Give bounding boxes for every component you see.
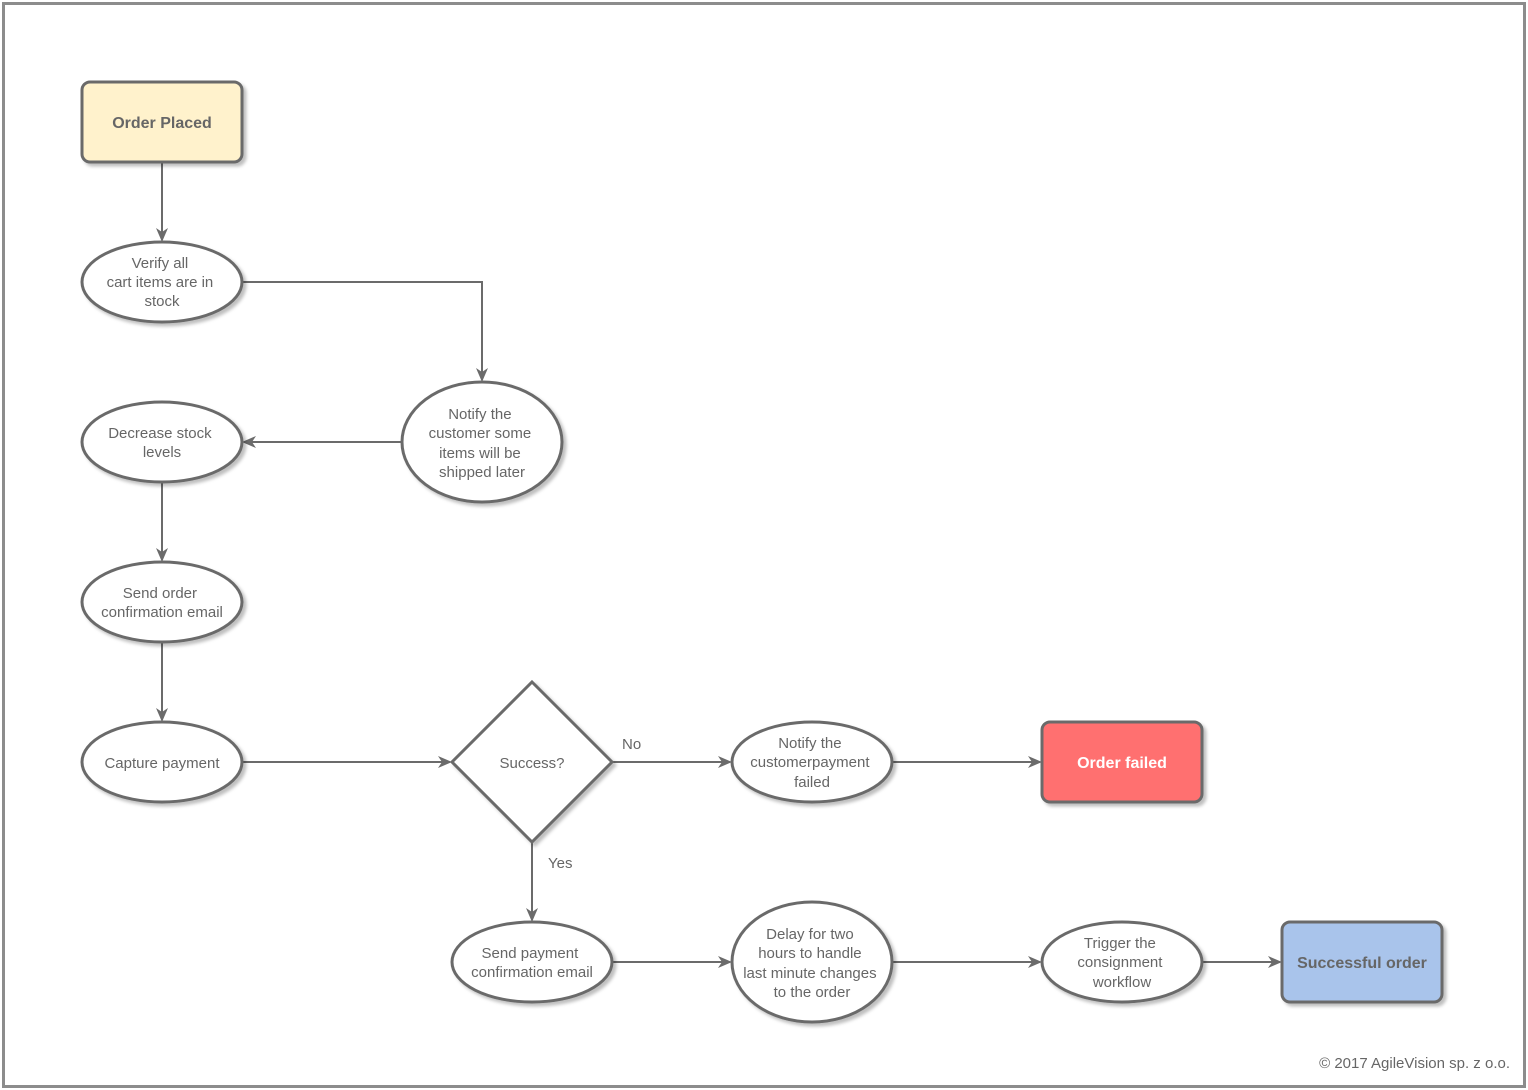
node-decrease-stock-text: Decrease stock levels (108, 425, 216, 461)
node-verify-stock-line-3: stock (144, 293, 180, 310)
node-send-order-email-text: Send order confirmation email (101, 585, 223, 621)
node-delay-two-hours[interactable]: Delay for two hours to handle last minut… (730, 900, 894, 1024)
node-capture-payment[interactable]: Capture payment (80, 720, 244, 804)
node-delay-two-hours-line-2: hours to handle (758, 945, 861, 962)
node-successful-order-label: Successful order (1297, 955, 1427, 972)
node-decrease-stock[interactable]: Decrease stock levels (80, 400, 244, 484)
node-order-placed-label: Order Placed (112, 115, 212, 132)
node-trigger-consignment-line-3: workflow (1092, 974, 1152, 991)
edge-label-yes: Yes (548, 855, 572, 872)
edge-verify-to-notify (242, 281, 488, 382)
node-send-payment-email-line-1: Send payment (482, 945, 580, 962)
node-notify-later-line-4: shipped later (439, 464, 525, 481)
node-delay-two-hours-line-4: to the order (774, 984, 851, 1001)
edge-label-no: No (622, 736, 641, 753)
copyright-notice: © 2017 AgileVision sp. z o.o. (1319, 1055, 1510, 1072)
node-capture-payment-label: Capture payment (104, 755, 220, 772)
node-order-failed[interactable]: Order failed (1040, 720, 1204, 804)
node-notify-later-text: Notify the customer some items will be s… (429, 406, 536, 481)
node-notify-payment-failed-line-1: Notify the (778, 735, 841, 752)
node-verify-stock-line-2: cart items are in (107, 274, 214, 291)
node-send-payment-email[interactable]: Send payment confirmation email (450, 920, 614, 1004)
node-send-payment-email-text: Send payment confirmation email (471, 945, 593, 981)
node-delay-two-hours-line-1: Delay for two (766, 926, 854, 943)
node-order-failed-label: Order failed (1077, 755, 1167, 772)
node-trigger-consignment-text: Trigger the consignment workflow (1077, 935, 1166, 991)
node-decrease-stock-line-2: levels (143, 444, 181, 461)
node-notify-payment-failed-line-3: failed (794, 774, 830, 791)
node-success-decision-label: Success? (499, 755, 564, 772)
node-trigger-consignment-line-2: consignment (1077, 954, 1163, 971)
node-verify-stock-line-1: Verify all (132, 255, 189, 272)
node-verify-stock-text: Verify all cart items are in stock (107, 255, 218, 310)
node-send-payment-email-line-2: confirmation email (471, 964, 593, 981)
node-decrease-stock-line-1: Decrease stock (108, 425, 212, 442)
node-notify-payment-failed-text: Notify the customerpayment failed (750, 735, 873, 791)
node-delay-two-hours-text: Delay for two hours to handle last minut… (743, 926, 881, 1001)
node-verify-stock[interactable]: Verify all cart items are in stock (80, 240, 244, 324)
node-successful-order[interactable]: Successful order (1280, 920, 1444, 1004)
node-delay-two-hours-line-3: last minute changes (743, 965, 876, 982)
node-trigger-consignment-line-1: Trigger the (1084, 935, 1156, 952)
node-send-order-email[interactable]: Send order confirmation email (80, 560, 244, 644)
node-notify-later[interactable]: Notify the customer some items will be s… (400, 380, 564, 504)
node-order-placed[interactable]: Order Placed (80, 80, 244, 164)
node-trigger-consignment[interactable]: Trigger the consignment workflow (1040, 920, 1204, 1004)
node-notify-payment-failed-line-2: customerpayment (750, 754, 870, 771)
node-notify-later-line-2: customer some (429, 425, 532, 442)
node-send-order-email-line-1: Send order (123, 585, 197, 602)
node-notify-payment-failed[interactable]: Notify the customerpayment failed (730, 720, 894, 804)
node-success-decision[interactable]: Success? (449, 679, 615, 845)
node-notify-later-line-1: Notify the (448, 406, 511, 423)
node-send-order-email-line-2: confirmation email (101, 604, 223, 621)
node-notify-later-line-3: items will be (439, 445, 521, 462)
